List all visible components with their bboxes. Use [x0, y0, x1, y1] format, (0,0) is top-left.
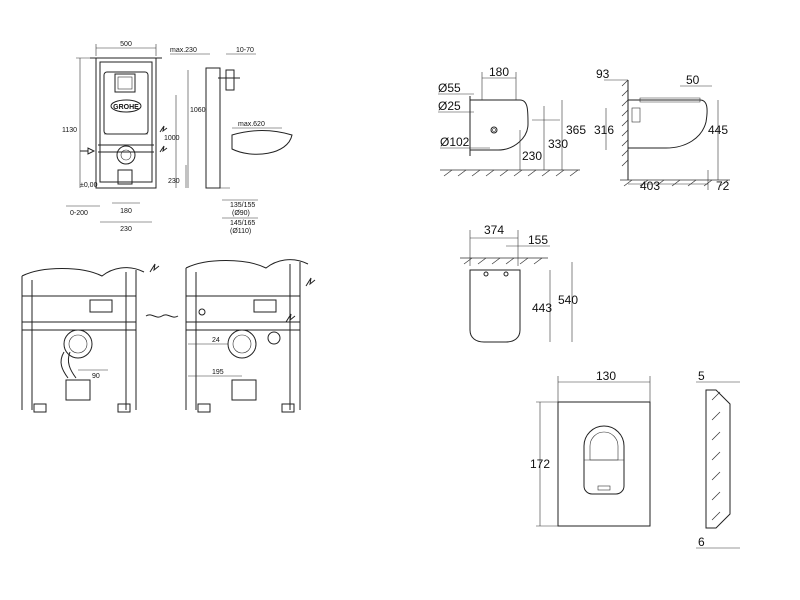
dim-10-70: 10-70	[236, 47, 254, 54]
grohe-logo-text: GROHE	[113, 104, 139, 111]
dim-330: 330	[548, 137, 568, 151]
bowl-top-profile: 180 Ø55 Ø25 Ø102 230 330 365	[438, 65, 586, 177]
dim-d110: (Ø110)	[230, 228, 251, 235]
dim-195: 195	[212, 369, 224, 376]
dim-540: 540	[558, 293, 578, 307]
dim-1130: 1130	[62, 127, 77, 134]
dim-d90: (Ø90)	[232, 210, 250, 217]
frame-front-view: GROHE 500 1130 1060 1000 230 ±0,00 0-2	[62, 41, 206, 233]
flush-plate-front: 130 172	[530, 369, 651, 527]
dim-365: 365	[566, 123, 586, 137]
dim-d25: Ø25	[438, 99, 461, 113]
dim-443: 443	[532, 301, 552, 315]
dim-max620: max.620	[238, 121, 265, 128]
dim-230-bowl: 230	[522, 149, 542, 163]
dim-d55: Ø55	[438, 81, 461, 95]
dim-24: 24	[212, 337, 220, 344]
dim-1000: 1000	[164, 135, 180, 142]
dim-374: 374	[484, 223, 504, 237]
install-detail-left: 90	[21, 263, 179, 413]
dim-135-155: 135/155	[230, 202, 255, 209]
dim-172: 172	[530, 457, 550, 471]
dim-72: 72	[716, 179, 730, 193]
dim-130: 130	[596, 369, 616, 383]
dim-0-200: 0-200	[70, 210, 88, 217]
dim-500: 500	[120, 41, 132, 48]
dim-zero: ±0,00	[80, 182, 98, 189]
dim-180: 180	[489, 65, 509, 79]
dim-230-right: 230	[168, 178, 180, 185]
dim-5: 5	[698, 369, 705, 383]
dim-50: 50	[686, 73, 700, 87]
dim-316: 316	[594, 123, 614, 137]
dim-1060: 1060	[190, 107, 206, 114]
dim-6: 6	[698, 535, 705, 549]
dim-90: 90	[92, 373, 100, 380]
bowl-wall-profile: 93 50 316 445 403 72	[594, 67, 730, 193]
dim-445: 445	[708, 123, 728, 137]
dim-max230: max.230	[170, 47, 197, 54]
grohe-logo-shape	[110, 99, 142, 113]
dim-230-bottom: 230	[120, 226, 132, 233]
frame-side-view: max.230 10-70 max.620 135/155 (Ø90) 145/…	[170, 47, 293, 235]
bowl-top-view: 374 155 443 540	[460, 223, 578, 343]
dim-403: 403	[640, 179, 660, 193]
flush-plate-side: 5 6	[696, 369, 740, 549]
dim-d102: Ø102	[440, 135, 470, 149]
install-detail-right: 24 195	[185, 259, 316, 413]
dim-155: 155	[528, 233, 548, 247]
dim-145-165: 145/165	[230, 220, 255, 227]
dim-180-bottom: 180	[120, 208, 132, 215]
dim-93: 93	[596, 67, 610, 81]
